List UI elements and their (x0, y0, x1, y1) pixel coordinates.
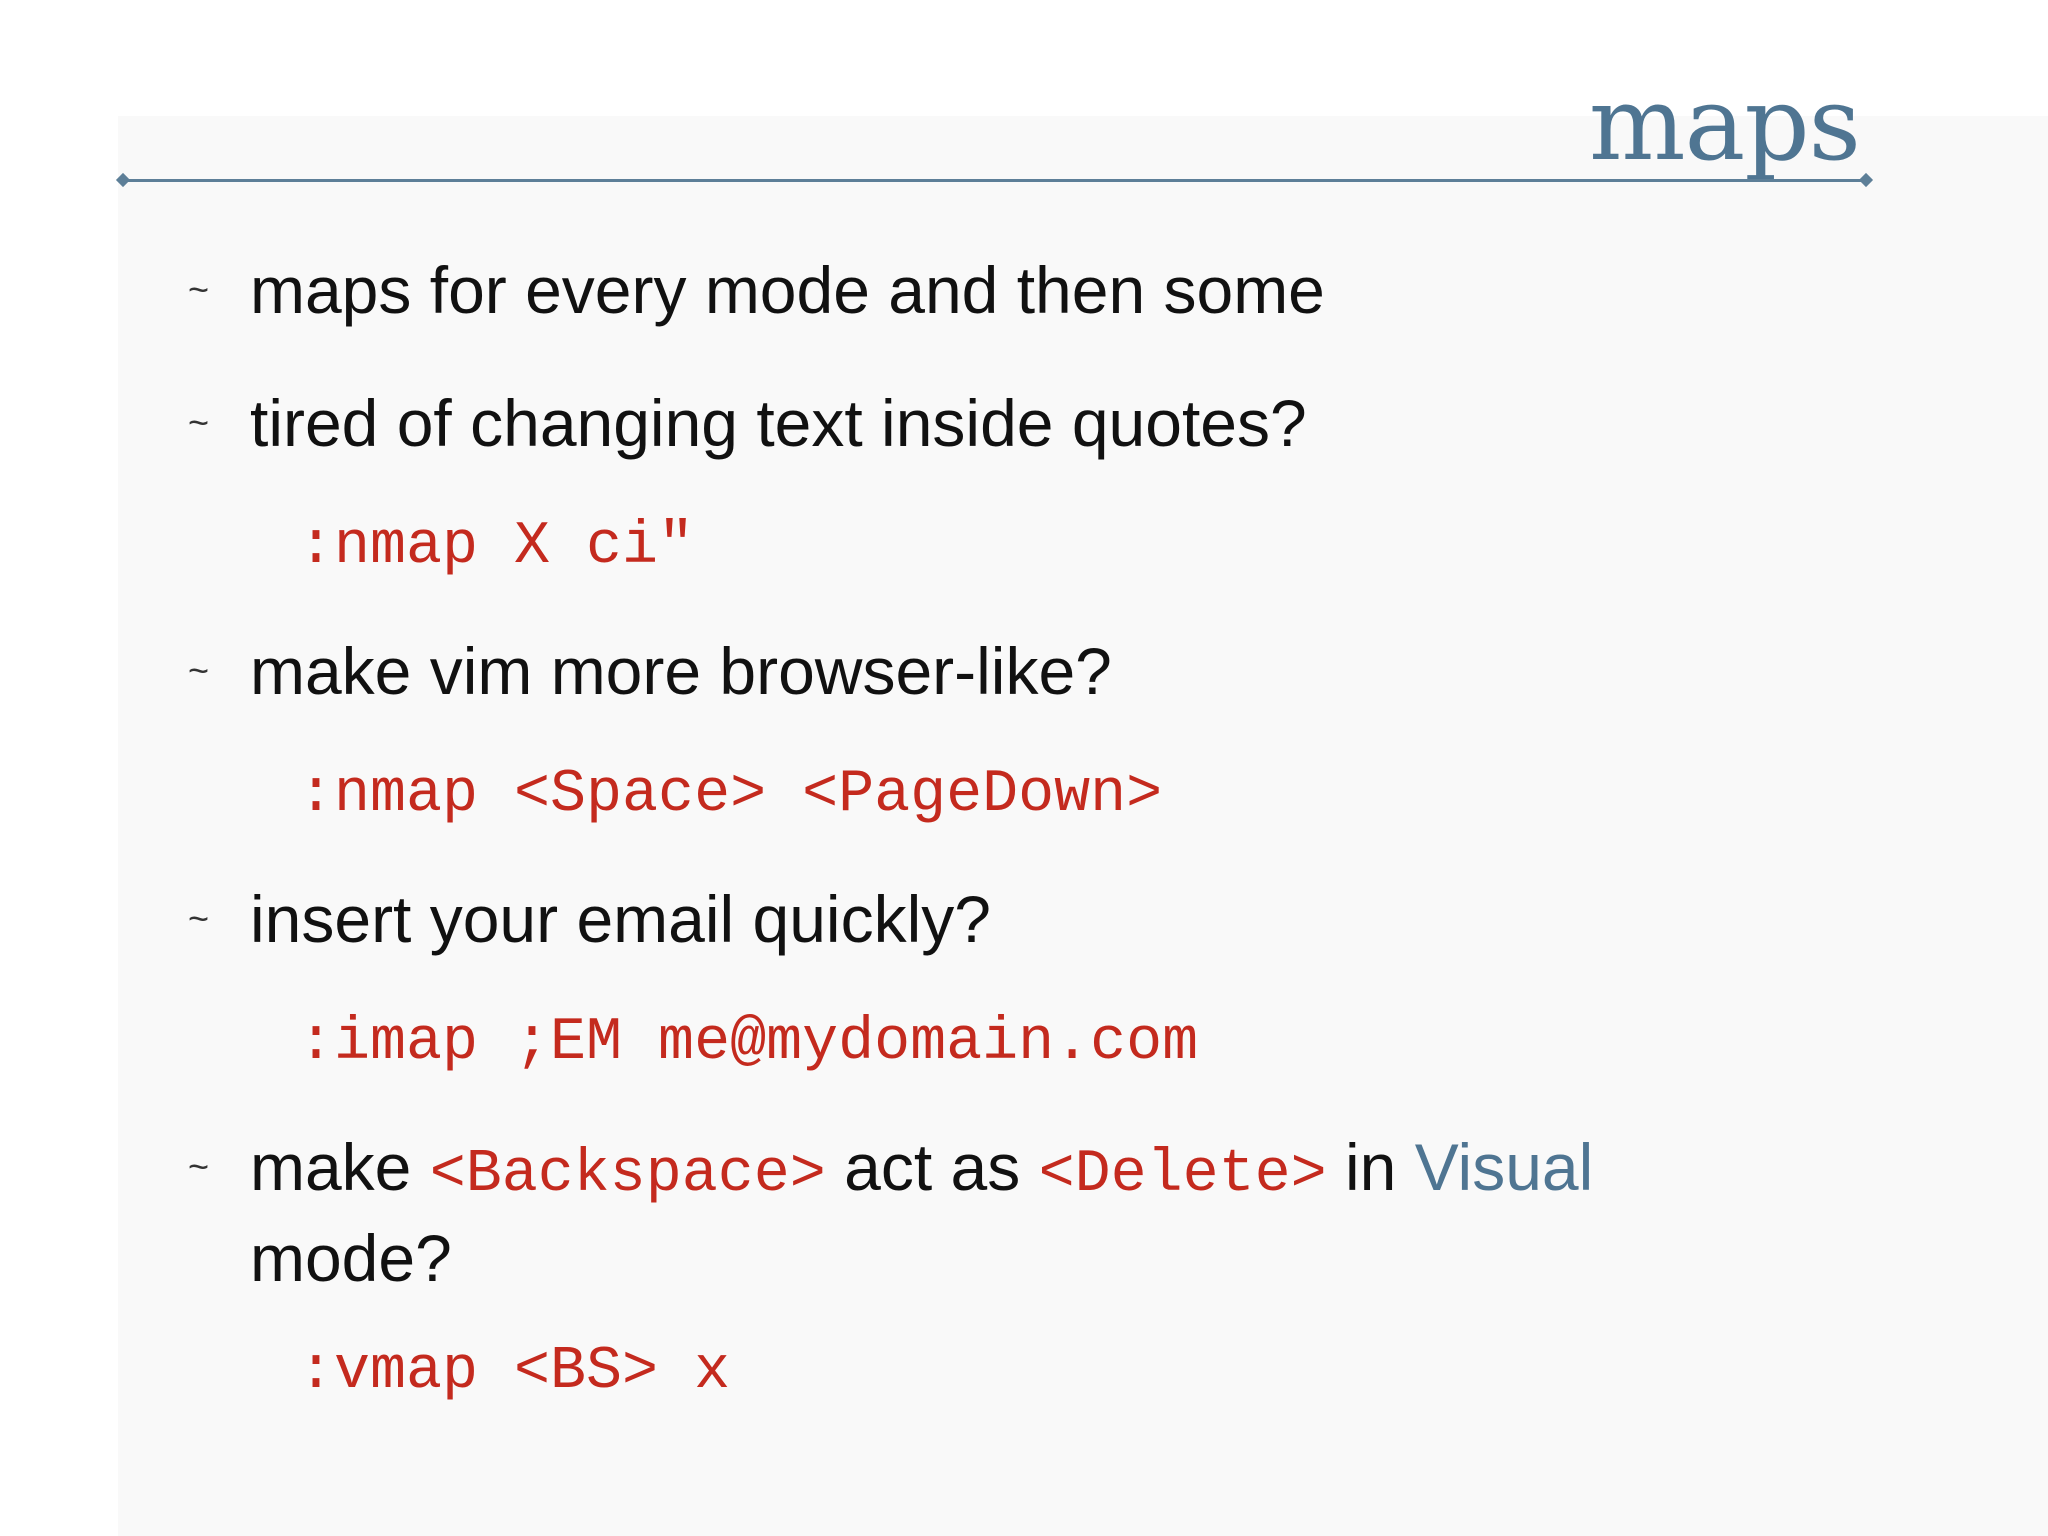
inline-code-delete: <Delete> (1038, 1141, 1327, 1209)
bullet-text-part: in (1344, 1130, 1397, 1204)
bullet-continuation: mode? (250, 1221, 452, 1295)
bullet-text: tired of changing text inside quotes? (250, 386, 1307, 460)
bullet-text: make <Backspace> act as <Delete> in Visu… (250, 1122, 1593, 1220)
bullet-marker: ~ (188, 898, 210, 939)
code-line: :vmap <BS> x (298, 1338, 731, 1406)
bullet-marker: ~ (188, 650, 210, 691)
code-line: :nmap X ci" (298, 513, 695, 581)
bullet-text-part: act as (844, 1130, 1021, 1204)
bullet-text: make vim more browser-like? (250, 634, 1112, 708)
bullet-marker: ~ (188, 1146, 210, 1187)
code-line: :nmap <Space> <PageDown> (298, 761, 1163, 829)
slide-panel (118, 116, 2048, 1536)
slide-title: maps (1588, 65, 1861, 184)
visual-accent: Visual (1414, 1130, 1594, 1204)
bullet-text: maps for every mode and then some (250, 253, 1325, 327)
inline-code-backspace: <Backspace> (429, 1141, 826, 1209)
bullet-marker: ~ (188, 269, 210, 310)
code-line: :imap ;EM me@mydomain.com (298, 1009, 1199, 1077)
title-rule (122, 179, 1868, 182)
bullet-marker: ~ (188, 402, 210, 443)
bullet-text: insert your email quickly? (250, 882, 991, 956)
bullet-text-part: make (250, 1130, 412, 1204)
